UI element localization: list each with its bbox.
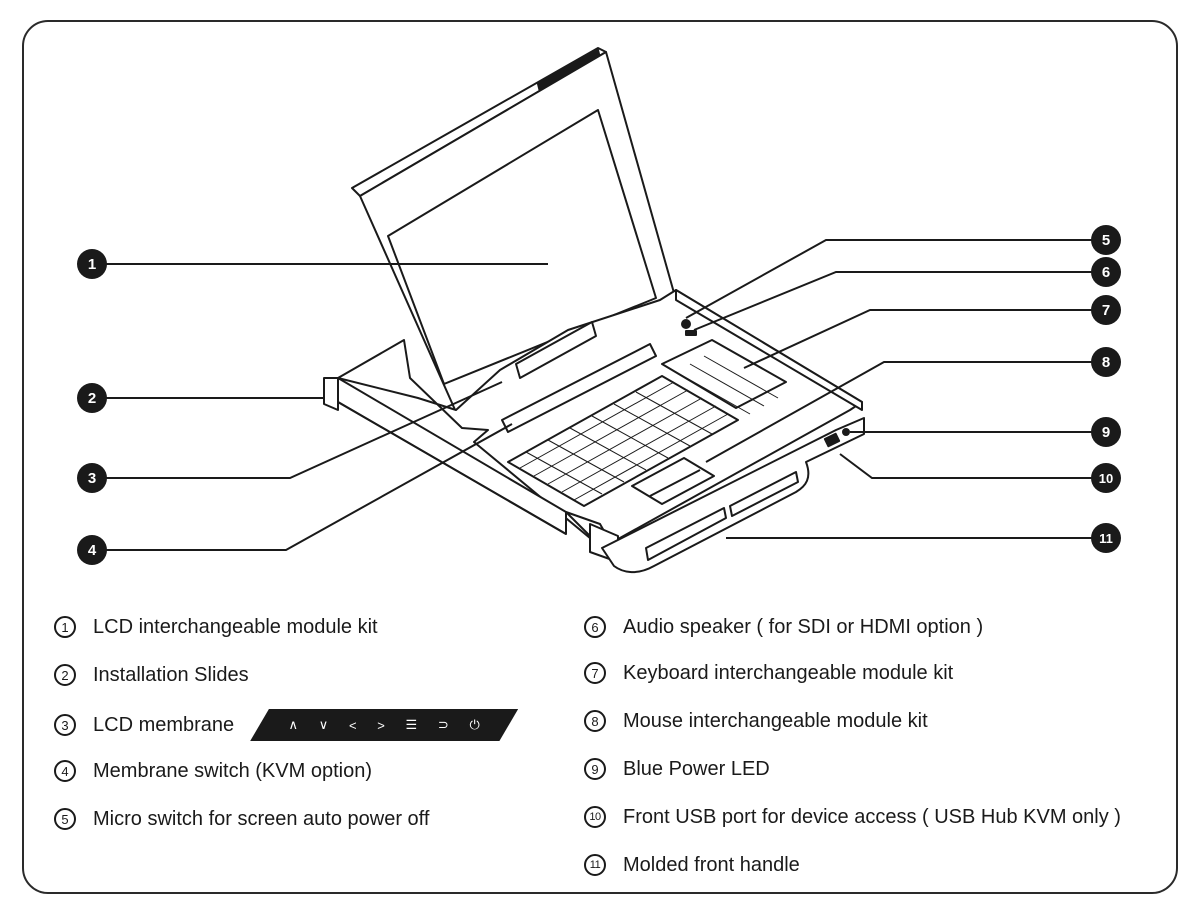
legend-number: 1	[54, 616, 76, 638]
legend-label: Mouse interchangeable module kit	[623, 709, 928, 732]
legend-label: Micro switch for screen auto power off	[93, 807, 430, 830]
svg-text:7: 7	[1102, 302, 1110, 319]
callout-7: 7	[1091, 295, 1121, 325]
callout-4: 4	[77, 535, 107, 565]
svg-text:2: 2	[88, 390, 96, 407]
callout-11: 11	[1091, 523, 1121, 553]
leader-lines	[92, 239, 1106, 551]
front-handle	[601, 417, 865, 573]
left-arrow-icon: <	[348, 717, 357, 733]
svg-text:5: 5	[1102, 232, 1110, 249]
right-arrow-icon: >	[377, 717, 385, 733]
svg-text:10: 10	[1099, 471, 1113, 486]
legend-item-5: 5 Micro switch for screen auto power off	[54, 804, 429, 834]
legend-item-10: 10 Front USB port for device access ( US…	[584, 802, 1121, 832]
svg-text:8: 8	[1102, 354, 1110, 371]
callout-6: 6	[1091, 257, 1121, 287]
legend-label: Molded front handle	[623, 853, 800, 876]
down-arrow-icon: ∨	[318, 717, 329, 732]
legend-item-11: 11 Molded front handle	[584, 850, 800, 880]
legend-item-3: 3 LCD membrane ∧ ∨ < > ☰ ⊃ ⏻	[54, 708, 519, 742]
legend-item-2: 2 Installation Slides	[54, 660, 249, 690]
legend-number: 11	[584, 854, 606, 876]
svg-text:3: 3	[88, 470, 96, 487]
legend-item-8: 8 Mouse interchangeable module kit	[584, 706, 928, 736]
up-arrow-icon: ∧	[288, 717, 299, 732]
callout-10: 10	[1091, 463, 1121, 493]
power-led	[842, 428, 850, 436]
legend-label: LCD membrane	[93, 713, 235, 736]
legend-item-9: 9 Blue Power LED	[584, 754, 770, 784]
callout-1: 1	[77, 249, 107, 279]
front-usb-port	[823, 432, 841, 448]
callout-9: 9	[1091, 417, 1121, 447]
svg-text:1: 1	[88, 256, 96, 273]
legend-number: 7	[584, 662, 606, 684]
back-icon: ⊃	[437, 717, 449, 732]
audio-speaker	[685, 330, 697, 336]
legend-label: Installation Slides	[93, 663, 249, 686]
svg-text:11: 11	[1099, 531, 1113, 546]
diagram-frame	[22, 20, 1178, 894]
touchpad	[631, 457, 715, 505]
legend-item-4: 4 Membrane switch (KVM option)	[54, 756, 372, 786]
legend-number: 3	[54, 714, 76, 736]
svg-text:6: 6	[1102, 264, 1110, 281]
legend-number: 2	[54, 664, 76, 686]
menu-icon: ☰	[405, 717, 418, 732]
legend-label: Audio speaker ( for SDI or HDMI option )	[623, 615, 984, 638]
legend-number: 5	[54, 808, 76, 830]
legend-number: 9	[584, 758, 606, 780]
lcd-membrane-panel: ∧ ∨ < > ☰ ⊃ ⏻	[250, 709, 519, 741]
legend-label: Blue Power LED	[623, 757, 770, 780]
legend-label: LCD interchangeable module kit	[93, 615, 378, 638]
callout-3: 3	[77, 463, 107, 493]
callout-5: 5	[1091, 225, 1121, 255]
legend-number: 8	[584, 710, 606, 732]
svg-text:4: 4	[88, 542, 97, 559]
callout-8: 8	[1091, 347, 1121, 377]
keyboard	[507, 339, 787, 507]
legend-label: Keyboard interchangeable module kit	[623, 661, 954, 684]
legend-label: Membrane switch (KVM option)	[93, 759, 372, 782]
callout-2: 2	[77, 383, 107, 413]
power-icon: ⏻	[469, 717, 480, 732]
legend-item-6: 6 Audio speaker ( for SDI or HDMI option…	[584, 612, 983, 642]
legend-number: 4	[54, 760, 76, 782]
legend-number: 10	[584, 806, 606, 828]
legend-number: 6	[584, 616, 606, 638]
legend-item-7: 7 Keyboard interchangeable module kit	[584, 658, 953, 688]
legend-item-1: 1 LCD interchangeable module kit	[54, 612, 378, 642]
legend-label: Front USB port for device access ( USB H…	[623, 805, 1121, 828]
micro-switch	[681, 319, 691, 329]
svg-text:9: 9	[1102, 424, 1110, 441]
lcd-membrane-strip	[515, 321, 597, 379]
